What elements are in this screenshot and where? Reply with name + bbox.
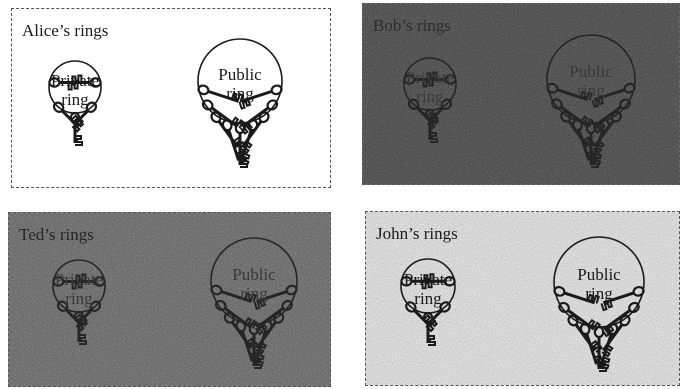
private-ring-label-bob: Private ring [406,68,454,106]
private-ring-label-line2: ring [55,289,103,308]
private-ring-label-john: Private ring [404,270,452,308]
public-ring-label-line2: ring [232,284,275,303]
panel-john: John’s rings Private ring Public ring [365,211,680,386]
private-ring-label-alice: Private ring [51,71,99,109]
private-ring-label-line2: ring [404,289,452,308]
private-ring-label-line1: Private [404,270,452,289]
public-ring-label-line1: Public [577,265,620,284]
private-ring-label-line2: ring [406,87,454,106]
public-ring-label-alice: Public ring [218,65,261,103]
public-ring-label-ted: Public ring [232,265,275,303]
key-icon [253,299,295,334]
panel-alice: Alice’s rings Private ring Public ring [11,8,331,188]
public-ring-label-line1: Public [569,62,612,81]
key-icon [238,99,280,134]
private-ring-label-line1: Private [55,270,103,289]
public-ring-label-line2: ring [218,84,261,103]
public-ring-label-line2: ring [577,284,620,303]
public-ring-label-line2: ring [569,81,612,100]
panel-ted: Ted’s rings Private ring Public ring [8,212,331,387]
private-ring-label-line2: ring [51,90,99,109]
private-ring-label-line1: Private [406,68,454,87]
private-ring-label-line1: Private [51,71,99,90]
private-ring-label-ted: Private ring [55,270,103,308]
panel-bob: Bob’s rings Private ring Public ring [362,3,680,185]
public-ring-label-bob: Public ring [569,62,612,100]
public-ring-label-john: Public ring [577,265,620,303]
public-ring-label-line1: Public [232,265,275,284]
public-ring-label-line1: Public [218,65,261,84]
